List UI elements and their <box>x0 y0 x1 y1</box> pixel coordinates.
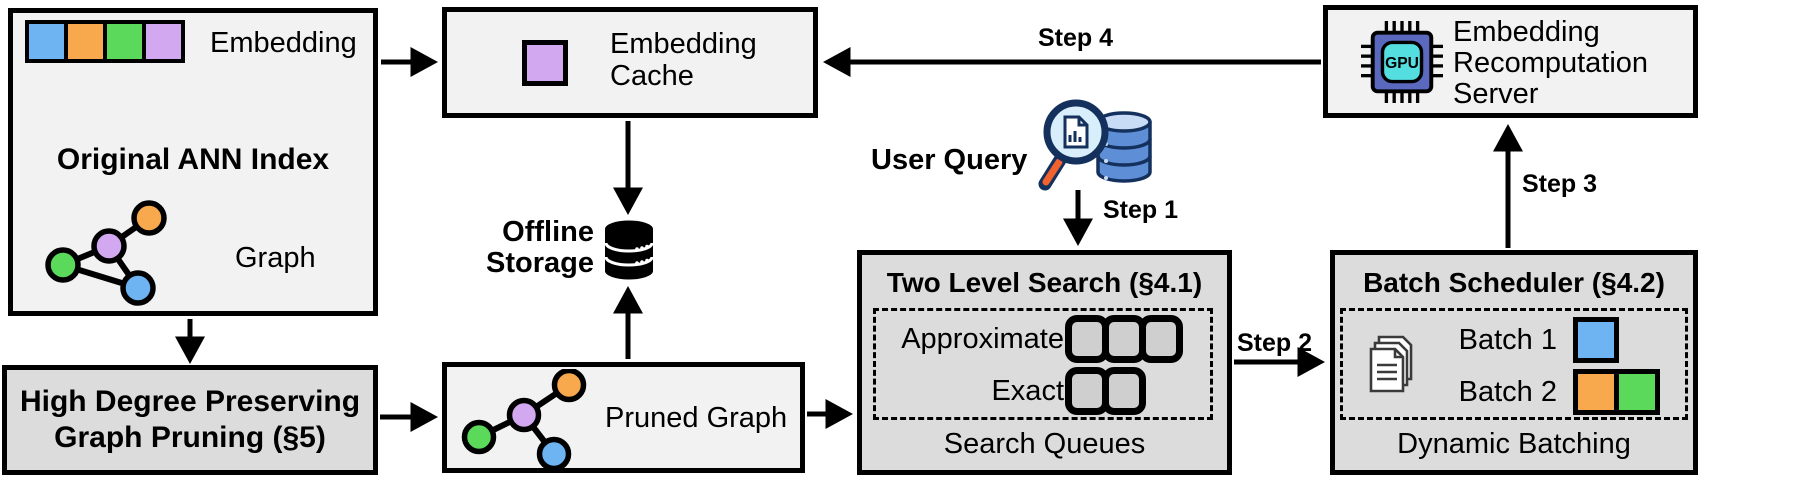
embedding-vector-icon <box>25 20 185 63</box>
batch-2-query-green-icon <box>1614 369 1660 415</box>
two-level-search-box: Two Level Search (§4.1) Approximate Exac… <box>857 250 1232 475</box>
batch-scheduler-title: Batch Scheduler (§4.2) <box>1363 267 1665 298</box>
graph-icon <box>45 200 167 306</box>
batch-2-query-orange-icon <box>1573 369 1619 415</box>
ann-index-title: Original ANN Index <box>56 143 330 176</box>
gpu-chip-label: GPU <box>1385 55 1419 72</box>
approximate-label: Approximate <box>901 322 1064 355</box>
queue-slot-icon <box>1065 367 1109 415</box>
batch-2-label: Batch 2 <box>1458 375 1557 408</box>
graph-pruning-box: High Degree Preserving Graph Pruning (§5… <box>2 365 378 475</box>
exact-queue-row: Exact <box>882 367 1146 415</box>
user-query-label: User Query <box>871 144 1028 176</box>
batch-1-label: Batch 1 <box>1458 323 1557 356</box>
embedding-cache-box: Embedding Cache <box>442 7 818 118</box>
gpu-icon: GPU <box>1361 21 1443 103</box>
step-4-label: Step 4 <box>1038 24 1114 52</box>
step-2-label: Step 2 <box>1237 329 1313 357</box>
recomputation-server-label: Embedding Recomputation Server <box>1453 16 1649 110</box>
database-icon <box>604 220 654 280</box>
step-3-label: Step 3 <box>1522 170 1598 198</box>
documents-icon <box>1369 335 1413 393</box>
exact-label: Exact <box>991 374 1064 407</box>
two-level-search-title: Two Level Search (§4.1) <box>886 267 1203 298</box>
embedding-cache-label: Embedding Cache <box>610 28 757 92</box>
queue-slot-icon <box>1139 315 1183 363</box>
queue-slot-icon <box>1102 367 1146 415</box>
original-ann-index-box: Embedding Original ANN Index Graph <box>8 8 378 316</box>
batch-2-row: Batch 2 <box>1435 369 1660 415</box>
embedding-swatch-orange-icon <box>64 20 107 63</box>
dynamic-batching-panel: Batch 1 Batch 2 <box>1340 308 1688 420</box>
batch-1-row: Batch 1 <box>1435 317 1619 363</box>
pruned-graph-box: Pruned Graph <box>442 362 805 473</box>
query-search-icon <box>1038 99 1152 191</box>
search-queues-label: Search Queues <box>943 427 1146 460</box>
batch-scheduler-box: Batch Scheduler (§4.2) Batch 1 Batch 2 <box>1330 250 1698 475</box>
approximate-queue-row: Approximate <box>882 315 1183 363</box>
embedding-label: Embedding <box>210 27 357 59</box>
embedding-swatch-purple-icon <box>142 20 185 63</box>
dynamic-batching-label: Dynamic Batching <box>1397 427 1631 460</box>
pruned-graph-label: Pruned Graph <box>605 402 788 434</box>
cached-embedding-chip-icon <box>522 40 568 86</box>
graph-pruning-title: High Degree Preserving Graph Pruning (§5… <box>19 385 361 454</box>
embedding-swatch-green-icon <box>103 20 146 63</box>
recomputation-server-box: GPU Embedding Recomputation Server <box>1323 5 1698 118</box>
graph-label: Graph <box>235 242 316 274</box>
offline-storage-label: Offline Storage <box>486 216 594 279</box>
search-queues-panel: Approximate Exact <box>873 308 1213 420</box>
batch-1-query-blue-icon <box>1573 317 1619 363</box>
embedding-swatch-blue-icon <box>25 20 68 63</box>
step-1-label: Step 1 <box>1103 196 1179 224</box>
pruned-graph-icon <box>461 369 587 471</box>
